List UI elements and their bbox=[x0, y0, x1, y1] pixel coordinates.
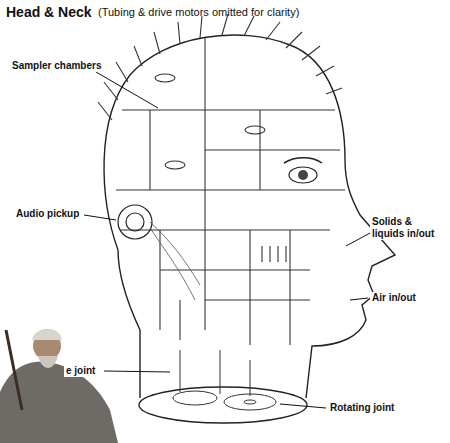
leader-lines bbox=[84, 72, 372, 408]
part-label: Rotating joint bbox=[328, 402, 396, 414]
lower-walls bbox=[120, 230, 330, 345]
gear bbox=[224, 394, 276, 410]
audio-pickup-center bbox=[126, 213, 144, 231]
leader-line bbox=[350, 298, 368, 300]
chamber-port bbox=[155, 74, 175, 82]
leader-line bbox=[346, 232, 372, 246]
leader-line bbox=[96, 72, 158, 108]
part-label: Audio pickup bbox=[14, 208, 81, 220]
figure-robe bbox=[0, 362, 118, 443]
hair-strands bbox=[98, 14, 342, 120]
ear bbox=[118, 205, 200, 300]
gear bbox=[173, 391, 217, 405]
eye-lens bbox=[298, 170, 308, 180]
diagram-title: Head & Neck bbox=[6, 4, 92, 20]
neck-base bbox=[139, 387, 307, 423]
subtitle-note: (Tubing & drive motors omitted for clari… bbox=[98, 6, 299, 18]
part-label: Sampler chambers bbox=[10, 60, 104, 72]
chamber-walls bbox=[116, 38, 345, 330]
vents bbox=[262, 246, 286, 262]
part-label: Solids & liquids in/out bbox=[370, 216, 446, 240]
leader-line bbox=[84, 215, 116, 220]
part-label: e joint bbox=[64, 365, 97, 377]
figure-beard bbox=[38, 356, 58, 368]
brow bbox=[284, 158, 322, 163]
overlay-figure bbox=[0, 329, 118, 443]
leader-line bbox=[104, 371, 170, 372]
chamber-port bbox=[165, 161, 185, 169]
part-label: Air in/out bbox=[370, 292, 418, 304]
chamber-port bbox=[245, 126, 265, 134]
eye bbox=[284, 158, 322, 183]
head-outline bbox=[104, 35, 395, 423]
neck-gears bbox=[173, 350, 276, 410]
head-profile bbox=[104, 35, 395, 398]
gear-axle bbox=[244, 400, 256, 404]
shafts bbox=[180, 350, 250, 396]
compartments bbox=[116, 38, 345, 345]
figure-turban bbox=[32, 329, 62, 340]
audio-pickup-disk bbox=[118, 205, 152, 239]
wires bbox=[150, 222, 200, 300]
figure-staff bbox=[6, 330, 22, 410]
hair bbox=[98, 14, 342, 120]
leader-line bbox=[280, 404, 326, 408]
eye-socket bbox=[289, 167, 317, 183]
